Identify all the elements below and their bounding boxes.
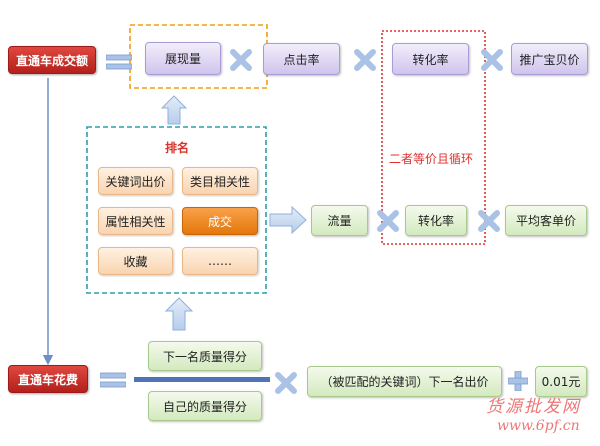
up-arrow-icon <box>164 297 194 331</box>
favorite-node: 收藏 <box>98 247 173 275</box>
equals-icon <box>100 372 126 388</box>
avg-order-value-node: 平均客单价 <box>505 205 587 236</box>
watermark-cn: 货源批发网 <box>486 397 581 417</box>
next-bid-node: （被匹配的关键词）下一名出价 <box>307 366 502 397</box>
traffic-node: 流量 <box>311 205 368 236</box>
conversion2-node: 转化率 <box>405 205 467 236</box>
times-icon <box>377 210 399 232</box>
impressions-node: 展现量 <box>145 42 221 75</box>
ctr-node: 点击率 <box>263 43 340 75</box>
up-arrow-icon <box>160 95 188 125</box>
times-icon <box>230 49 252 71</box>
category-relevance-node: 类目相关性 <box>182 167 258 195</box>
more-node: …… <box>182 247 258 275</box>
conversion-dashed-frame <box>381 30 486 245</box>
conversion-node: 转化率 <box>392 43 469 75</box>
plus-icon <box>508 371 528 391</box>
equals-icon <box>106 54 132 70</box>
cost-node: 直通车花费 <box>8 365 88 393</box>
times-icon <box>478 210 500 232</box>
ranking-dashed-frame <box>86 126 267 294</box>
deal-node: 成交 <box>182 207 258 235</box>
times-icon <box>275 372 297 394</box>
times-icon <box>481 49 503 71</box>
next-quality-node: 下一名质量得分 <box>148 341 262 371</box>
bid-node: 关键词出价 <box>98 167 173 195</box>
fraction-bar <box>134 377 270 382</box>
cycle-annotation: 二者等价且循环 <box>389 152 474 166</box>
right-arrow-icon <box>269 205 307 235</box>
attribute-relevance-node: 属性相关性 <box>98 207 173 235</box>
ranking-title: 排名 <box>165 141 190 155</box>
watermark-url: www.6pf.cn <box>497 418 580 434</box>
item-price-node: 推广宝贝价 <box>511 43 588 75</box>
times-icon <box>354 49 376 71</box>
own-quality-node: 自己的质量得分 <box>148 391 262 421</box>
min-unit-node: 0.01元 <box>535 366 587 397</box>
gmv-node: 直通车成交额 <box>8 46 96 74</box>
